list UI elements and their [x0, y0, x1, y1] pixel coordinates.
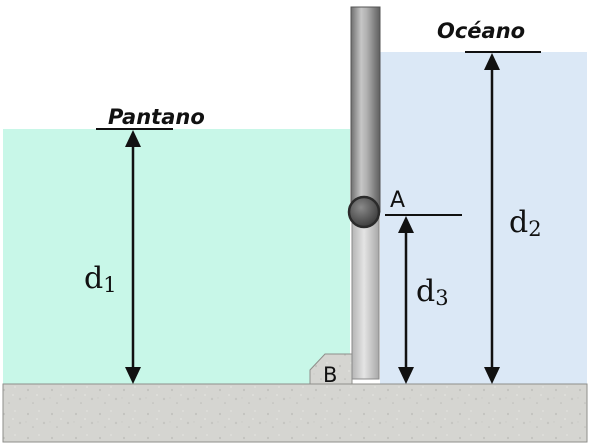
d1-subscript: 1 [103, 273, 116, 297]
gate-post-lower [351, 211, 380, 380]
depth-arrow-d3 [398, 216, 414, 384]
d2-label: d2 [509, 205, 542, 241]
depth-arrow-d2 [484, 53, 500, 384]
swamp-water [3, 129, 350, 385]
depth-arrow-d1 [125, 130, 141, 384]
ocean-label: Océano [437, 19, 525, 43]
d3-subscript: 3 [435, 286, 448, 310]
d2-subscript: 2 [528, 217, 541, 241]
gate-sill [309, 353, 353, 385]
d2-letter: d [509, 205, 528, 240]
d3-label: d3 [416, 274, 449, 310]
ground-floor [2, 383, 588, 443]
ocean-water [380, 52, 587, 385]
swamp-label: Pantano [108, 105, 205, 129]
pivot-hinge [347, 195, 381, 229]
point-b-label: B [323, 363, 337, 387]
d1-label: d1 [84, 261, 117, 297]
point-a-label: A [390, 188, 405, 213]
d3-letter: d [416, 274, 435, 309]
d1-letter: d [84, 261, 103, 296]
gate-post-upper [350, 6, 381, 213]
